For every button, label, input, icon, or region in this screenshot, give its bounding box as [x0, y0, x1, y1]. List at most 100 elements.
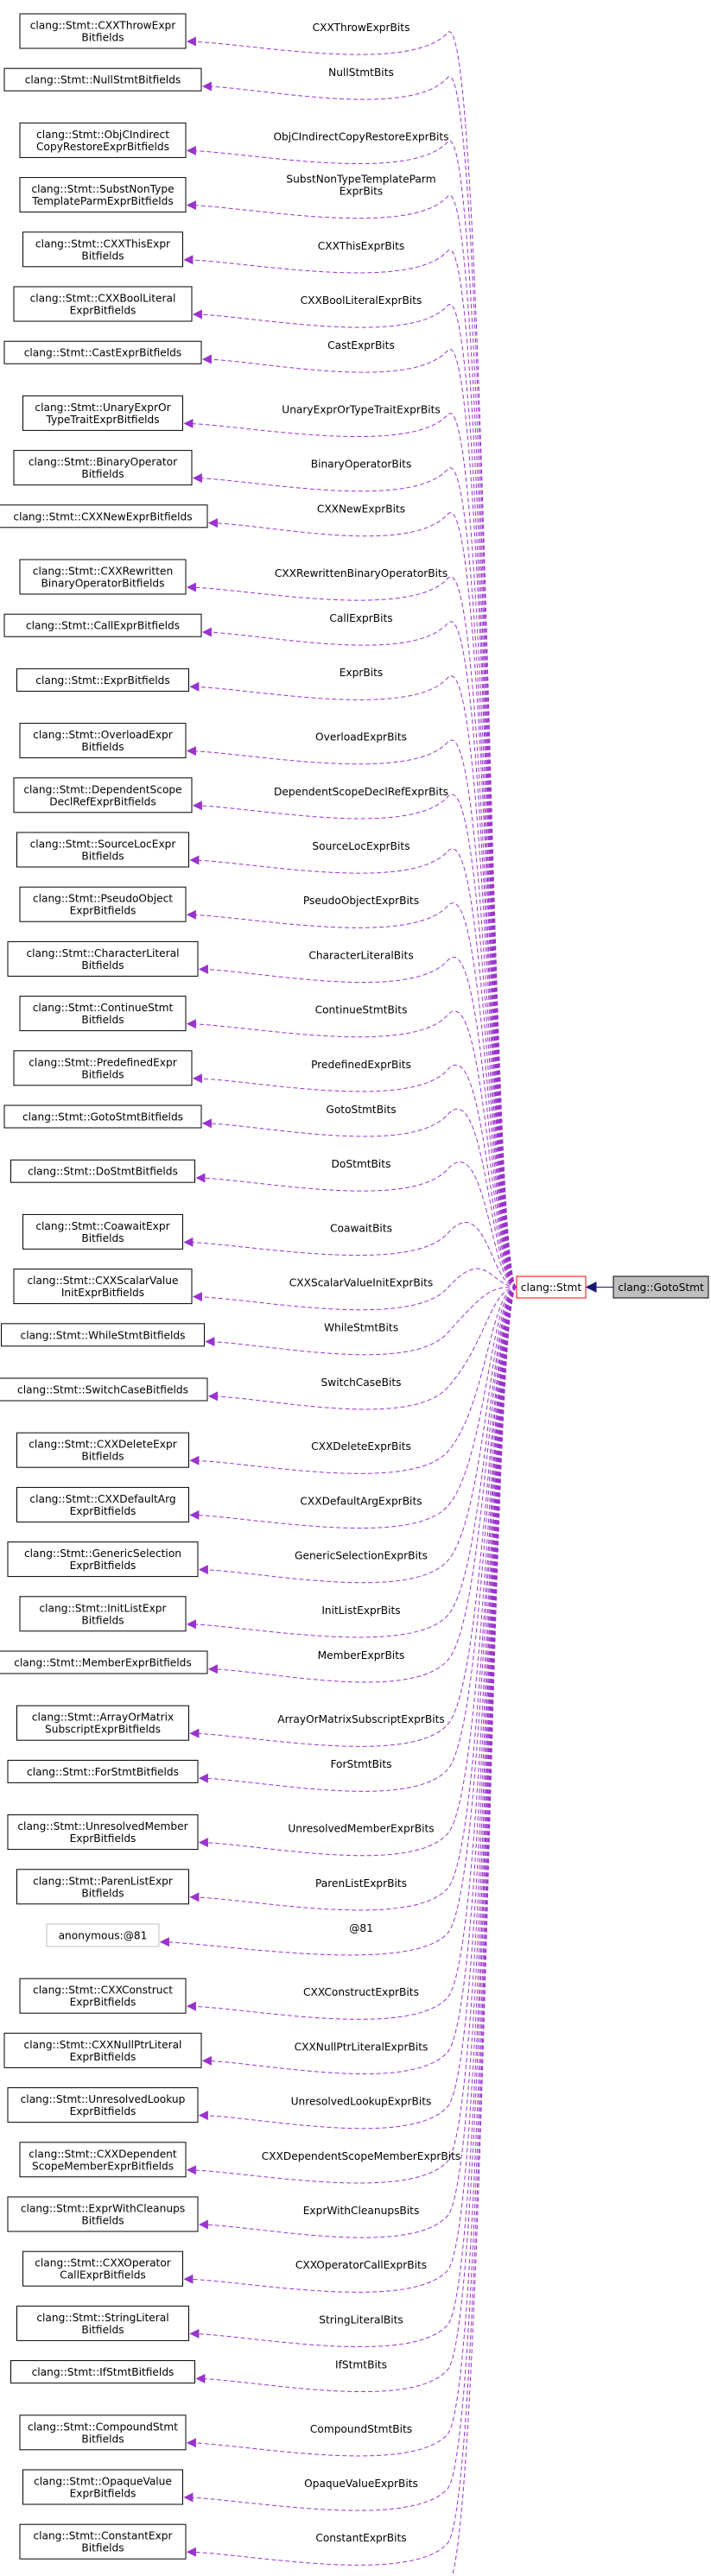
member-edge	[195, 1161, 517, 1288]
class-node-label: ScopeMemberExprBitfields	[32, 2160, 174, 2172]
member-variable-label: ParenListExprBits	[315, 1877, 407, 1889]
member-edge	[192, 304, 517, 1288]
class-node-label: Bitfields	[81, 1232, 124, 1244]
member-variable-label: StringLiteralBits	[319, 2313, 403, 2326]
class-node-label: clang::Stmt::DependentScope	[23, 783, 181, 795]
class-node[interactable]: clang::Stmt::UnresolvedLookupExprBitfiel…	[7, 2087, 199, 2123]
class-node-label: clang::Stmt::CXXOperator	[35, 2257, 172, 2269]
class-node[interactable]: clang::Stmt::CXXDependentScopeMemberExpr…	[19, 2142, 187, 2178]
class-node[interactable]: clang::Stmt::ForStmtBitfields	[7, 1759, 199, 1783]
class-node-label: ExprBitfields	[70, 2105, 136, 2117]
member-variable-label: DependentScopeDeclRefExprBits	[274, 786, 448, 798]
class-node-label: TemplateParmExprBitfields	[31, 195, 173, 207]
class-node[interactable]: clang::Stmt::BinaryOperatorBitfields	[13, 450, 193, 486]
class-node-label: clang::Stmt::OverloadExpr	[33, 729, 174, 741]
class-node-label: ExprBitfields	[70, 905, 136, 917]
member-variable-label: CharacterLiteralBits	[308, 949, 413, 961]
root-class-node[interactable]: clang::GotoStmt	[613, 1275, 709, 1299]
class-node[interactable]: clang::Stmt::CXXNullPtrLiteralExprBitfie…	[3, 2032, 202, 2068]
class-node-label: clang::Stmt::GotoStmtBitfields	[22, 1111, 183, 1123]
class-node[interactable]: clang::Stmt::CallExprBitfields	[3, 613, 202, 637]
member-variable-label: ExprBits	[340, 186, 384, 198]
class-node[interactable]: clang::Stmt::WhileStmtBitfields	[1, 1323, 205, 1347]
member-edge	[186, 1287, 517, 2020]
class-node[interactable]: clang::Stmt::ExprBitfields	[16, 668, 189, 692]
member-edge	[186, 1287, 517, 2184]
member-edge	[186, 902, 517, 1288]
base-class-node[interactable]: clang::Stmt	[516, 1275, 587, 1299]
class-node[interactable]: clang::Stmt::UnaryExprOrTypeTraitExprBit…	[22, 395, 183, 431]
class-node[interactable]: clang::Stmt::CXXOperatorCallExprBitfield…	[22, 2250, 183, 2287]
class-node-label: Bitfields	[81, 32, 124, 44]
class-node[interactable]: clang::Stmt::SwitchCaseBitfields	[0, 1377, 208, 1402]
class-node-label: clang::Stmt::WhileStmtBitfields	[21, 1329, 186, 1341]
class-node-label: clang::Stmt::PseudoObject	[33, 893, 173, 905]
member-variable-label: ExprBits	[340, 667, 384, 679]
class-node-label: InitExprBitfields	[61, 1287, 144, 1299]
edges-layer: CXXThrowExprBitsNullStmtBitsObjCIndirect…	[159, 22, 613, 2576]
base-class-label: clang::Stmt	[521, 1282, 582, 1294]
class-node[interactable]: clang::Stmt::ObjCIndirectCopyRestoreExpr…	[19, 122, 187, 158]
class-node[interactable]: clang::Stmt::NullStmtBitfields	[3, 67, 202, 92]
class-node[interactable]: anonymous:@81	[46, 1923, 160, 1947]
member-edge	[201, 1287, 517, 2075]
class-node[interactable]: clang::Stmt::CXXNewExprBitfields	[0, 504, 208, 528]
class-node-label: SubscriptExprBitfields	[45, 1724, 161, 1736]
class-node[interactable]: clang::Stmt::CXXScalarValueInitExprBitfi…	[13, 1269, 193, 1305]
class-node-label: clang::Stmt::CoawaitExpr	[35, 1220, 170, 1232]
class-node-label: Bitfields	[81, 468, 124, 480]
class-node-label: clang::Stmt::NullStmtBitfields	[25, 74, 181, 86]
class-node[interactable]: clang::Stmt::IfStmtBitfields	[10, 2360, 195, 2384]
member-variable-label: ArrayOrMatrixSubscriptExprBits	[277, 1713, 445, 1725]
class-node-label: clang::Stmt::GenericSelection	[24, 1547, 181, 1560]
member-variable-label: OpaqueValueExprBits	[304, 2478, 418, 2490]
class-node[interactable]: clang::Stmt::GotoStmtBitfields	[3, 1104, 202, 1129]
member-edge	[159, 1287, 517, 1956]
class-node[interactable]: clang::Stmt::GenericSelectionExprBitfiel…	[7, 1541, 199, 1578]
class-node-label: clang::Stmt::CXXScalarValue	[27, 1275, 178, 1287]
class-node-label: Bitfields	[81, 1614, 124, 1626]
class-node-label: clang::Stmt::CXXConstruct	[33, 1984, 173, 1997]
member-edge	[201, 349, 517, 1288]
class-node[interactable]: clang::Stmt::DependentScopeDeclRefExprBi…	[13, 777, 193, 813]
class-node-label: clang::Stmt::ConstantExpr	[33, 2530, 173, 2542]
class-node[interactable]: clang::Stmt::SubstNonTypeTemplateParmExp…	[19, 177, 187, 213]
class-node-label: Bitfields	[81, 1887, 124, 1899]
class-node[interactable]: clang::Stmt::UnresolvedMemberExprBitfiel…	[7, 1814, 199, 1851]
class-node-label: clang::Stmt::BinaryOperator	[29, 456, 178, 468]
class-node-label: clang::Stmt::CXXBoolLiteral	[30, 293, 176, 305]
class-node[interactable]: clang::Stmt::MemberExprBitfields	[0, 1650, 208, 1674]
member-edge	[207, 1287, 517, 1683]
class-node[interactable]: clang::Stmt::CXXRewrittenBinaryOperatorB…	[19, 559, 187, 595]
class-node[interactable]: clang::Stmt::CastExprBitfields	[3, 340, 202, 364]
class-node-label: clang::Stmt::CXXDeleteExpr	[29, 1439, 178, 1451]
member-variable-label: CXXThrowExprBits	[313, 22, 410, 34]
class-node[interactable]: clang::Stmt::ArrayOrMatrixSubscriptExprB…	[16, 1705, 189, 1741]
class-node[interactable]: clang::Stmt::DoStmtBitfields	[10, 1159, 195, 1183]
member-variable-label: CXXRewrittenBinaryOperatorBits	[275, 567, 448, 579]
member-variable-label: CXXNullPtrLiteralExprBits	[295, 2041, 429, 2053]
member-edge	[201, 621, 517, 1288]
member-variable-label: CXXConstructExprBits	[303, 1986, 419, 1998]
class-node-label: clang::Stmt::CallExprBitfields	[26, 620, 180, 632]
